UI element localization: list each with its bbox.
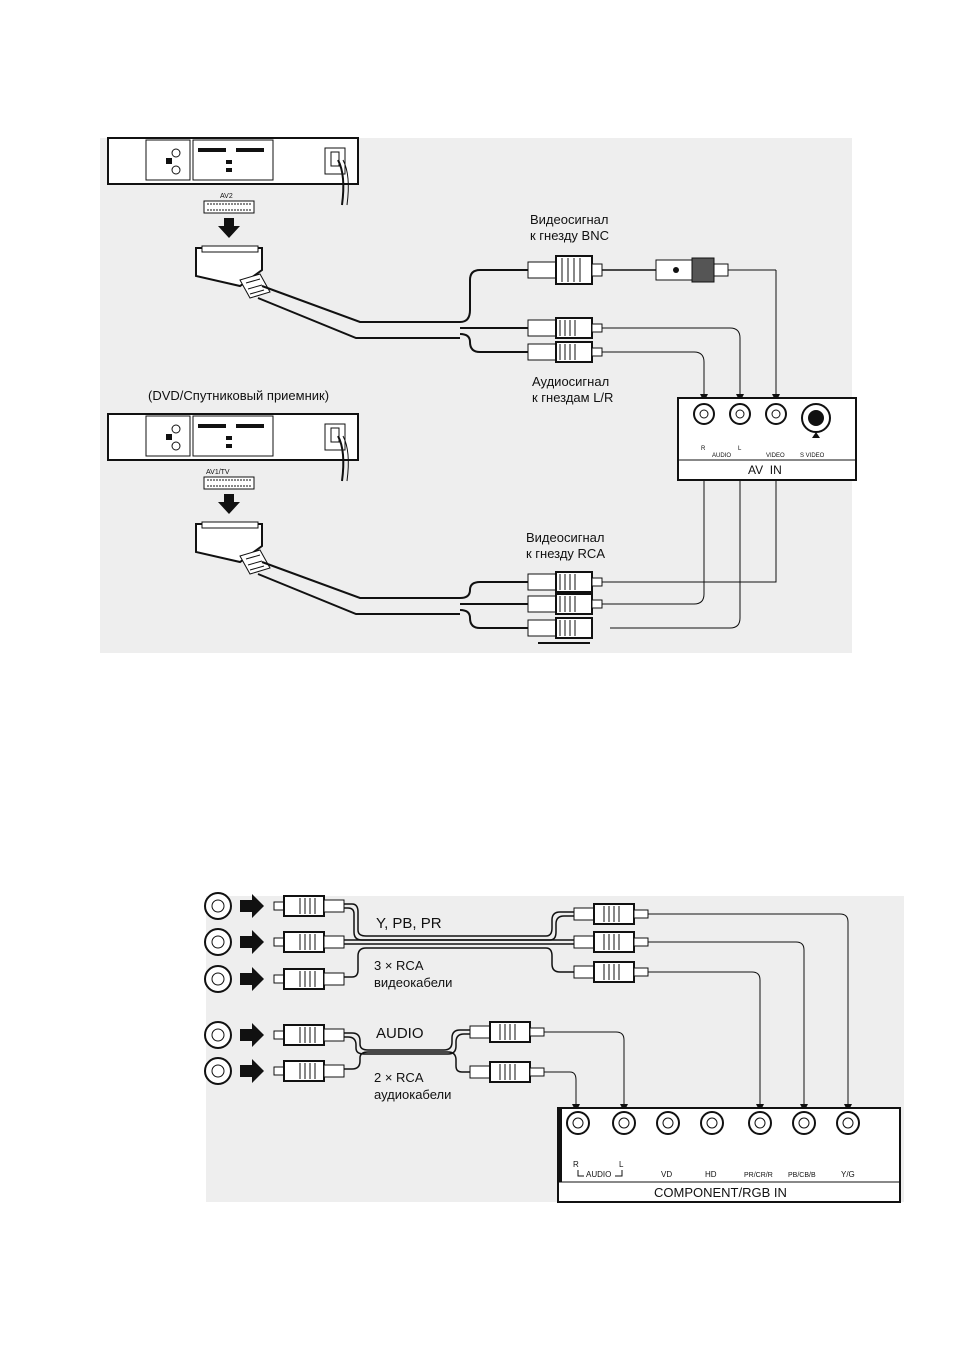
- jack-pr[interactable]: [749, 1112, 771, 1134]
- av-jack-label-s-video: S VIDEO: [800, 453, 825, 459]
- component-rgb-panel: R AUDIO L VD HD PR/CR/R PB/CB/B Y/G COMP…: [558, 1108, 900, 1202]
- video-cable-sub-1: 3 × RCA: [374, 958, 424, 973]
- component-panel-title: COMPONENT/RGB IN: [654, 1185, 787, 1200]
- comp-jack-label-l: L: [619, 1160, 624, 1169]
- source-jack-5[interactable]: [205, 1058, 231, 1084]
- jack-y[interactable]: [837, 1112, 859, 1134]
- audio-label-line-2: к гнездам L/R: [532, 390, 613, 405]
- audio-label-line-1: Аудиосигнал: [532, 374, 609, 389]
- audio-cable-sub-2: аудиокабели: [374, 1087, 451, 1102]
- audio-cable-sub-1: 2 × RCA: [374, 1070, 424, 1085]
- scart-socket-2: [204, 477, 254, 489]
- comp-jack-label-pr: PR/CR/R: [744, 1172, 773, 1179]
- jack-pb[interactable]: [793, 1112, 815, 1134]
- av-in-title: AV IN: [748, 463, 782, 477]
- jack-audio-l[interactable]: [613, 1112, 635, 1134]
- source-jack-3[interactable]: [205, 966, 231, 992]
- source-jack-2[interactable]: [205, 929, 231, 955]
- av-jack-label-r: R: [701, 446, 706, 452]
- jack-video[interactable]: [766, 404, 786, 424]
- device-caption: (DVD/Спутниковый приемник): [148, 388, 329, 403]
- comp-jack-label-audio: AUDIO: [586, 1170, 611, 1179]
- scart-label-1: AV2: [220, 193, 233, 200]
- top-diagram: AV2: [100, 138, 856, 653]
- comp-jack-label-y: Y/G: [841, 1170, 855, 1179]
- comp-jack-label-hd: HD: [705, 1170, 717, 1179]
- jack-audio-r[interactable]: [567, 1112, 589, 1134]
- rca-label-line-2: к гнезду RCA: [526, 546, 605, 561]
- video-cable-label: Y, PB, PR: [376, 915, 442, 932]
- comp-jack-label-pb: PB/CB/B: [788, 1172, 816, 1179]
- bottom-diagram: Y, PB, PR 3 × RCA видеокабели AUDIO 2 × …: [205, 893, 904, 1202]
- jack-vd[interactable]: [657, 1112, 679, 1134]
- av-in-panel: R AUDIO L VIDEO S VIDEO AV IN: [678, 398, 856, 480]
- comp-jack-label-vd: VD: [661, 1170, 672, 1179]
- source-jack-4[interactable]: [205, 1022, 231, 1048]
- av-jack-label-audio: AUDIO: [712, 453, 731, 459]
- comp-jack-label-r: R: [573, 1160, 579, 1169]
- source-jack-1[interactable]: [205, 893, 231, 919]
- jack-hd[interactable]: [701, 1112, 723, 1134]
- jack-audio-r[interactable]: [694, 404, 714, 424]
- scart-socket-1: [204, 201, 254, 213]
- bnc-label-line-1: Видеосигнал: [530, 212, 608, 227]
- bnc-label-line-2: к гнезду BNC: [530, 228, 609, 243]
- video-cable-sub-2: видеокабели: [374, 975, 452, 990]
- av-jack-label-video: VIDEO: [766, 453, 785, 459]
- jack-audio-l[interactable]: [730, 404, 750, 424]
- scart-label-2: AV1/TV: [206, 469, 230, 476]
- rca-label-line-1: Видеосигнал: [526, 530, 604, 545]
- audio-cable-label: AUDIO: [376, 1025, 424, 1042]
